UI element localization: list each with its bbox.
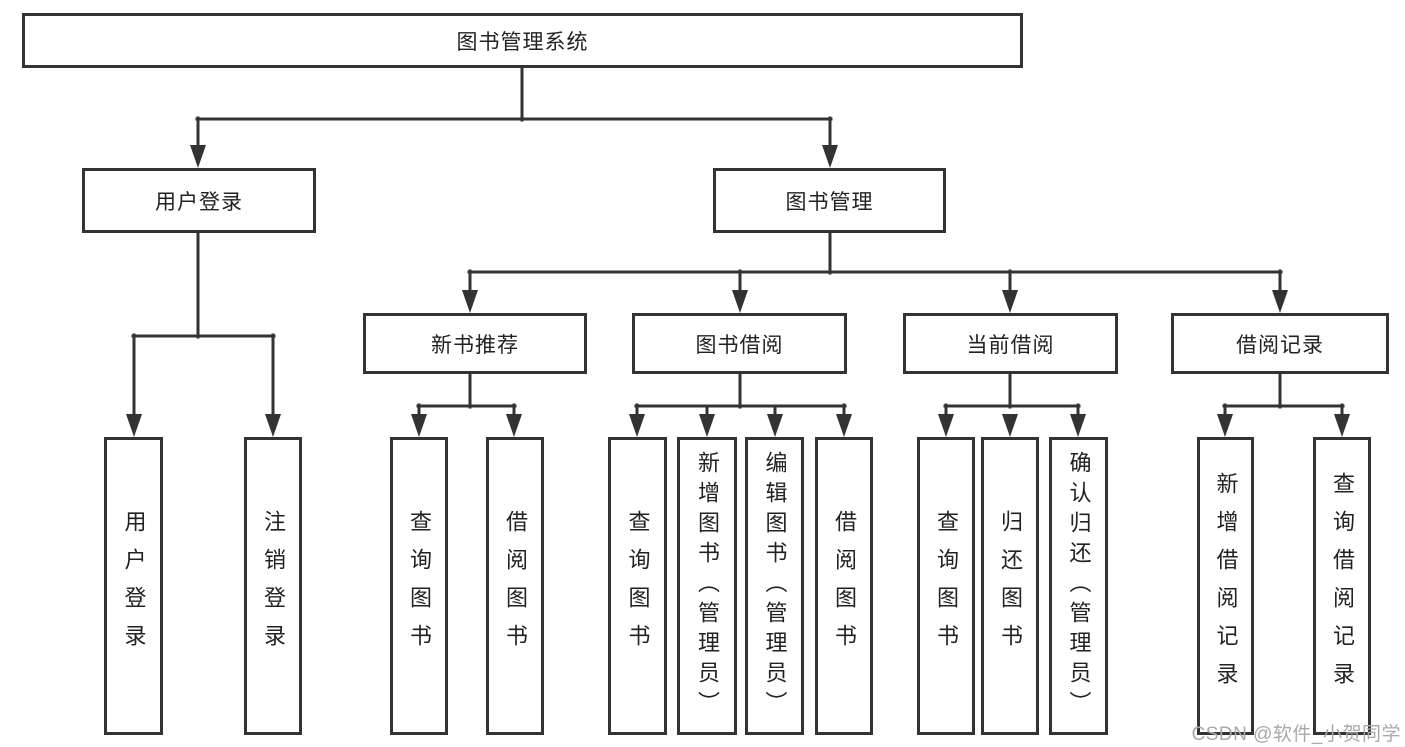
leaf-add-book-admin: 新增图书（管理员） bbox=[677, 437, 737, 735]
leaf-return-book: 归还图书 bbox=[981, 437, 1039, 735]
leaf-borrow-books-1: 借阅图书 bbox=[486, 437, 544, 735]
node-borrowing-records: 借阅记录 bbox=[1171, 313, 1389, 374]
leaf-edit-book-admin: 编辑图书（管理员） bbox=[745, 437, 804, 735]
leaf-add-borrow-record: 新增借阅记录 bbox=[1197, 437, 1254, 735]
leaf-query-borrow-record-label: 查询借阅记录 bbox=[1330, 472, 1355, 700]
leaf-query-books-1: 查询图书 bbox=[390, 437, 448, 735]
watermark: CSDN @软件_小贺同学 bbox=[1191, 724, 1401, 745]
leaf-confirm-return-admin-label: 确认归还（管理员） bbox=[1066, 451, 1092, 721]
leaf-logout-label: 注销登录 bbox=[261, 510, 286, 662]
leaf-user-login-label: 用户登录 bbox=[121, 510, 147, 662]
node-library-management-system: 图书管理系统 bbox=[22, 13, 1023, 68]
leaf-borrow-books-2: 借阅图书 bbox=[815, 437, 873, 735]
leaf-query-books-3-label: 查询图书 bbox=[934, 510, 959, 662]
node-current-borrowing: 当前借阅 bbox=[903, 313, 1118, 374]
leaf-edit-book-admin-label: 编辑图书（管理员） bbox=[762, 451, 788, 721]
leaf-confirm-return-admin: 确认归还（管理员） bbox=[1049, 437, 1108, 735]
leaf-borrow-books-1-label: 借阅图书 bbox=[503, 510, 528, 662]
leaf-query-books-2-label: 查询图书 bbox=[625, 510, 651, 662]
leaf-add-borrow-record-label: 新增借阅记录 bbox=[1213, 472, 1239, 700]
node-new-book-recommendation: 新书推荐 bbox=[363, 313, 587, 374]
leaf-query-books-2: 查询图书 bbox=[608, 437, 667, 735]
leaf-borrow-books-2-label: 借阅图书 bbox=[832, 510, 857, 662]
leaf-add-book-admin-label: 新增图书（管理员） bbox=[695, 451, 720, 721]
leaf-query-borrow-record: 查询借阅记录 bbox=[1313, 437, 1371, 735]
leaf-query-books-1-label: 查询图书 bbox=[407, 510, 432, 662]
leaf-logout: 注销登录 bbox=[244, 437, 302, 735]
node-book-borrowing: 图书借阅 bbox=[632, 313, 847, 374]
leaf-return-book-label: 归还图书 bbox=[998, 510, 1023, 662]
arrowheads bbox=[126, 145, 1350, 437]
node-book-management: 图书管理 bbox=[713, 168, 946, 233]
node-user-login: 用户登录 bbox=[82, 168, 316, 233]
leaf-query-books-3: 查询图书 bbox=[917, 437, 975, 735]
leaf-user-login: 用户登录 bbox=[104, 437, 163, 735]
